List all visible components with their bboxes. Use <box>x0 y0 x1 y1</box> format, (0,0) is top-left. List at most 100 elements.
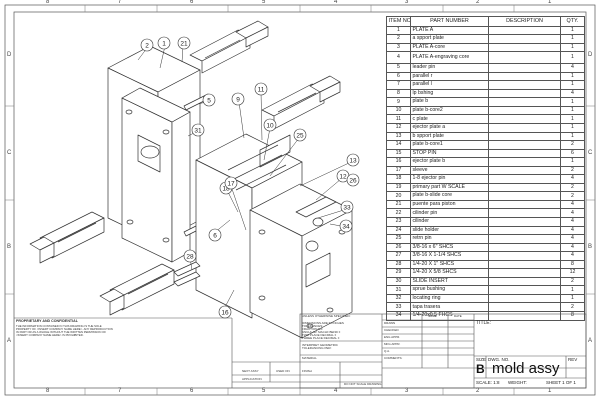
zone-label-right-c: C <box>588 150 593 156</box>
zone-label-left-a: A <box>7 338 12 344</box>
date-column-label: DATE <box>454 314 462 318</box>
balloon-circle <box>340 200 354 214</box>
dwg-no-label: DWG. NO. <box>488 357 510 362</box>
cylinder-top-left-assy <box>189 20 269 74</box>
balloon-number: 10 <box>266 122 274 129</box>
balloon-circle <box>231 92 245 106</box>
balloon-circle <box>183 249 197 263</box>
balloon-number: 18 <box>222 185 230 192</box>
drawn-label: DRAWN <box>384 321 396 325</box>
tolerances-label: TOLERANCES: <box>302 324 324 328</box>
balloon-number: 13 <box>349 157 357 164</box>
balloon-number: 26 <box>349 177 357 184</box>
dimensions-note: DIMENSIONS ARE IN INCHES <box>302 321 344 325</box>
balloon-circle <box>346 153 360 167</box>
title-label: TITLE: <box>476 320 492 326</box>
balloon-circle <box>157 36 171 50</box>
balloon-number: 21 <box>180 40 188 47</box>
balloon-number: 1 <box>162 40 166 47</box>
balloon-circle <box>191 123 205 137</box>
zone-label-top-6: 6 <box>190 0 194 5</box>
do-not-scale-note: DO NOT SCALE DRAWING <box>344 382 382 386</box>
size-label: SIZE <box>476 357 487 362</box>
material-label: MATERIAL <box>302 356 317 360</box>
balloon-number: 16 <box>221 309 229 316</box>
bom-qty: 8 <box>560 311 585 321</box>
cylinder-top-right-assy <box>261 75 341 130</box>
balloon-number: 2 <box>145 42 149 49</box>
balloon-number: 28 <box>186 253 194 260</box>
balloon-number: 11 <box>258 86 265 93</box>
balloon-circle <box>177 36 191 50</box>
bom-qty: 1 <box>560 51 585 65</box>
bom-header-row: ITEM NO. PART NUMBER DESCRIPTION QTY. <box>386 16 585 27</box>
zone-label-bottom-2: 2 <box>476 388 480 394</box>
zone-label-top-2: 2 <box>476 0 480 5</box>
balloon-circle <box>224 176 238 190</box>
two-place-decimal: TWO PLACE DECIMAL ± <box>302 333 337 337</box>
balloon-number: 9 <box>236 96 240 103</box>
balloon-circle <box>202 93 216 107</box>
sheet-size-value: B <box>476 362 485 376</box>
zone-label-top-7: 7 <box>118 0 122 5</box>
balloon-number: 34 <box>342 223 350 230</box>
eng-appr-label: ENG APPR. <box>384 335 401 339</box>
used-on-label: USED ON <box>276 369 290 373</box>
zone-label-right-b: B <box>588 244 593 250</box>
qa-label: Q.A. <box>384 349 391 353</box>
comments-label: COMMENTS: <box>384 356 403 360</box>
three-place-decimal: THREE PLACE DECIMAL ± <box>302 336 340 340</box>
zone-label-top-5: 5 <box>262 0 266 5</box>
zone-label-bottom-1: 1 <box>548 388 552 394</box>
zone-label-right-d: D <box>588 52 593 58</box>
balloon-number: 33 <box>343 204 351 211</box>
fractional-tolerance: FRACTIONAL± <box>302 327 323 331</box>
balloon-number: 17 <box>227 180 235 187</box>
cylinder-bottom-left-assy <box>29 211 105 264</box>
zone-label-left-c: C <box>7 150 12 156</box>
balloon-number: 12 <box>339 173 347 180</box>
zone-label-bottom-7: 7 <box>118 388 122 394</box>
cylinder-bottom-right-assy <box>99 263 175 316</box>
name-column-label: NAME <box>428 314 437 318</box>
balloon-circle <box>254 82 268 96</box>
balloon-circle <box>140 38 154 52</box>
balloon-circle <box>263 118 277 132</box>
rev-label: REV <box>568 357 578 362</box>
zone-label-top-1: 1 <box>548 0 552 5</box>
zone-label-top-8: 8 <box>46 0 50 5</box>
zone-label-left-d: D <box>7 52 12 58</box>
finish-label: FINISH <box>302 369 312 373</box>
next-assy-label: NEXT ASSY <box>242 369 259 373</box>
application-label: APPLICATION <box>242 377 262 381</box>
checked-label: CHECKED <box>384 328 399 332</box>
balloon-number: 25 <box>296 132 304 139</box>
mfg-appr-label: MFG APPR. <box>384 342 401 346</box>
zone-label-bottom-3: 3 <box>405 388 409 394</box>
angular-tolerance: ANGULAR: MACH± BEND ± <box>302 330 341 334</box>
zone-label-bottom-4: 4 <box>334 388 338 394</box>
drawing-title: mold assy <box>492 360 560 377</box>
zone-label-top-4: 4 <box>334 0 338 5</box>
balloon-circle <box>339 219 353 233</box>
interpret-geometric: INTERPRET GEOMETRIC <box>302 343 338 347</box>
balloon-number: 5 <box>207 97 211 104</box>
zone-label-bottom-6: 6 <box>190 388 194 394</box>
bom-header-qty: QTY. <box>560 16 585 27</box>
unless-specified-label: UNLESS OTHERWISE SPECIFIED: <box>302 314 351 318</box>
balloon-number: 6 <box>213 232 217 239</box>
balloon-circle <box>346 173 360 187</box>
scale-value: SCALE: 1:8 <box>476 380 500 385</box>
